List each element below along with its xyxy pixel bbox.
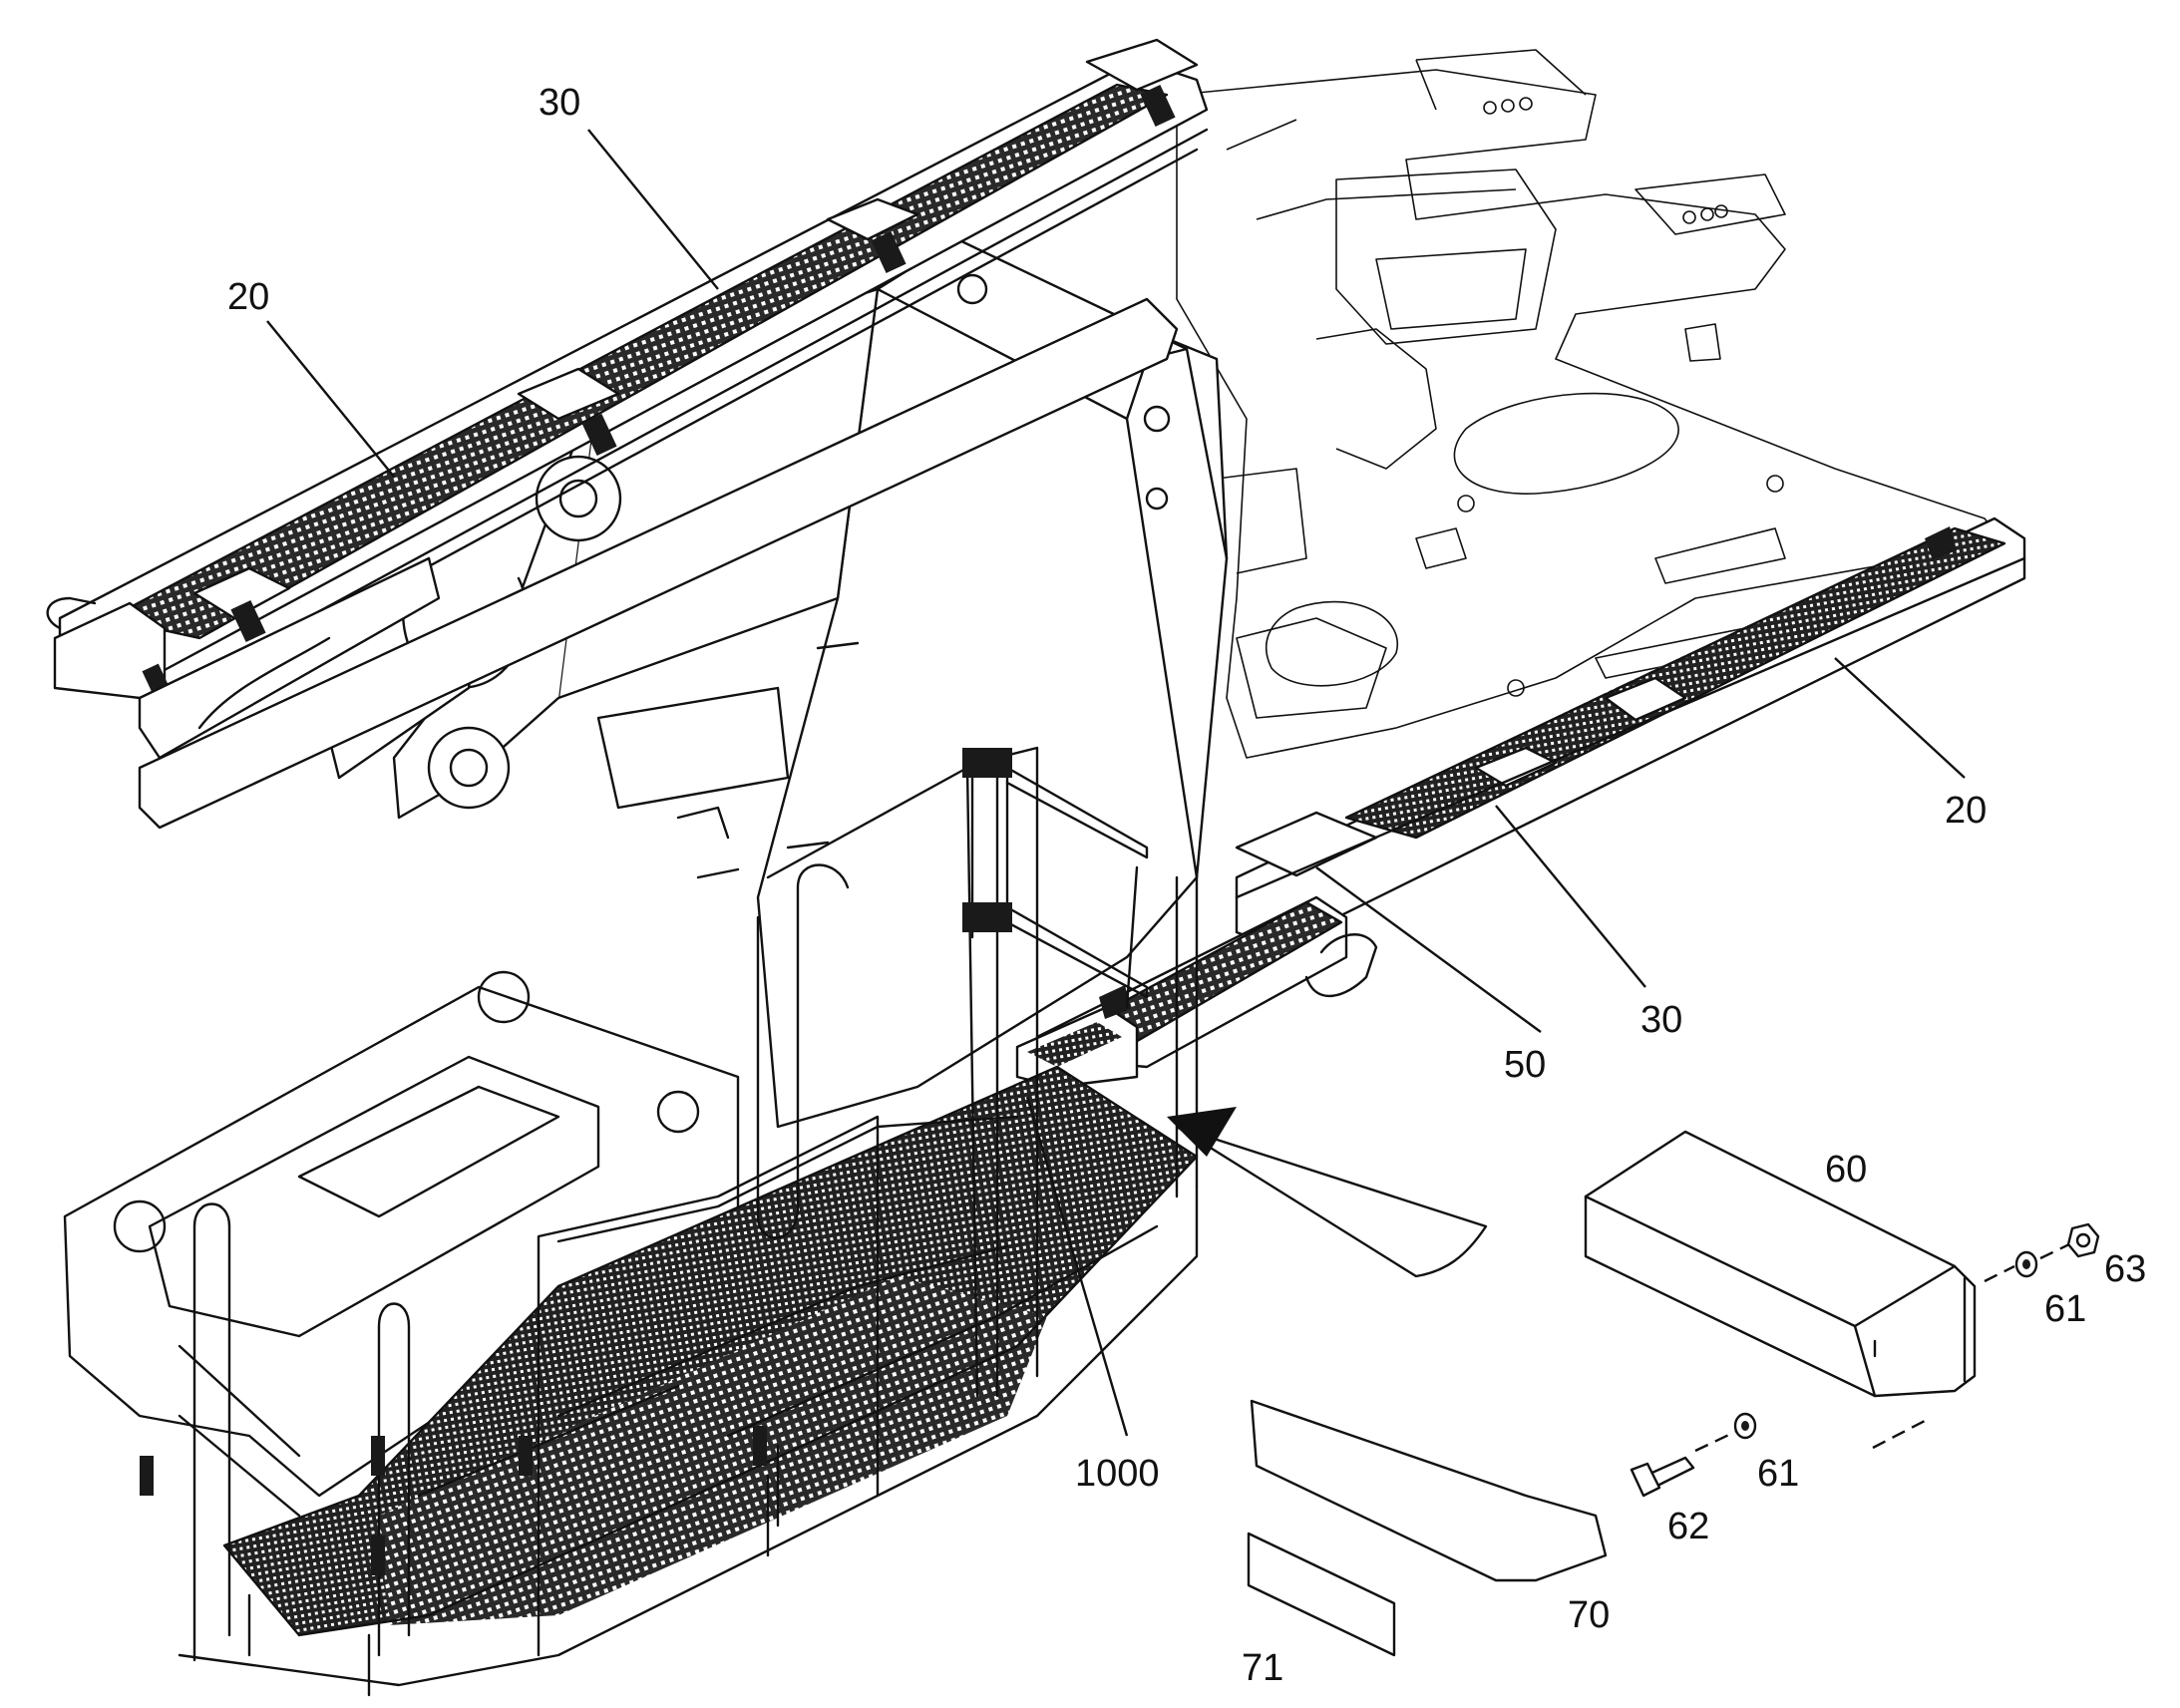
leader-20-right [1834, 657, 1966, 779]
platform-1000-assembly [63, 746, 1199, 1697]
cover-60 [1584, 1130, 1977, 1398]
callout-30-top: 30 [539, 82, 580, 124]
callout-61-bottom: 61 [1757, 1453, 1799, 1495]
callout-70: 70 [1568, 1594, 1610, 1636]
right-walkway-assembly [1015, 516, 2026, 1089]
callout-20-left: 20 [227, 276, 269, 318]
leader-lines [266, 129, 1966, 1437]
chassis-frame [1176, 49, 2005, 759]
leader-20-left [266, 320, 395, 478]
leader-30-right [1495, 805, 1646, 988]
callout-50: 50 [1504, 1044, 1546, 1086]
callout-61-top: 61 [2044, 1288, 2086, 1330]
callout-labels: 20 30 20 30 50 60 61 63 61 62 1000 70 71 [227, 82, 2146, 1689]
decal-70 [1250, 1399, 1608, 1582]
fastener-hardware [1630, 1222, 2100, 1498]
callout-30-right: 30 [1640, 999, 1682, 1041]
callout-60: 60 [1825, 1149, 1867, 1191]
detail-pointer [1167, 1107, 1488, 1278]
callout-20-right: 20 [1945, 790, 1987, 832]
leader-30-top [587, 129, 719, 290]
left-walkway-assembly [46, 38, 1209, 830]
callout-63: 63 [2104, 1248, 2146, 1290]
decal-71 [1247, 1532, 1396, 1657]
leader-50 [1315, 866, 1542, 1033]
callout-1000: 1000 [1075, 1453, 1160, 1495]
callout-71: 71 [1242, 1647, 1283, 1689]
leader-1000 [1025, 1096, 1129, 1437]
callout-62: 62 [1667, 1506, 1709, 1547]
